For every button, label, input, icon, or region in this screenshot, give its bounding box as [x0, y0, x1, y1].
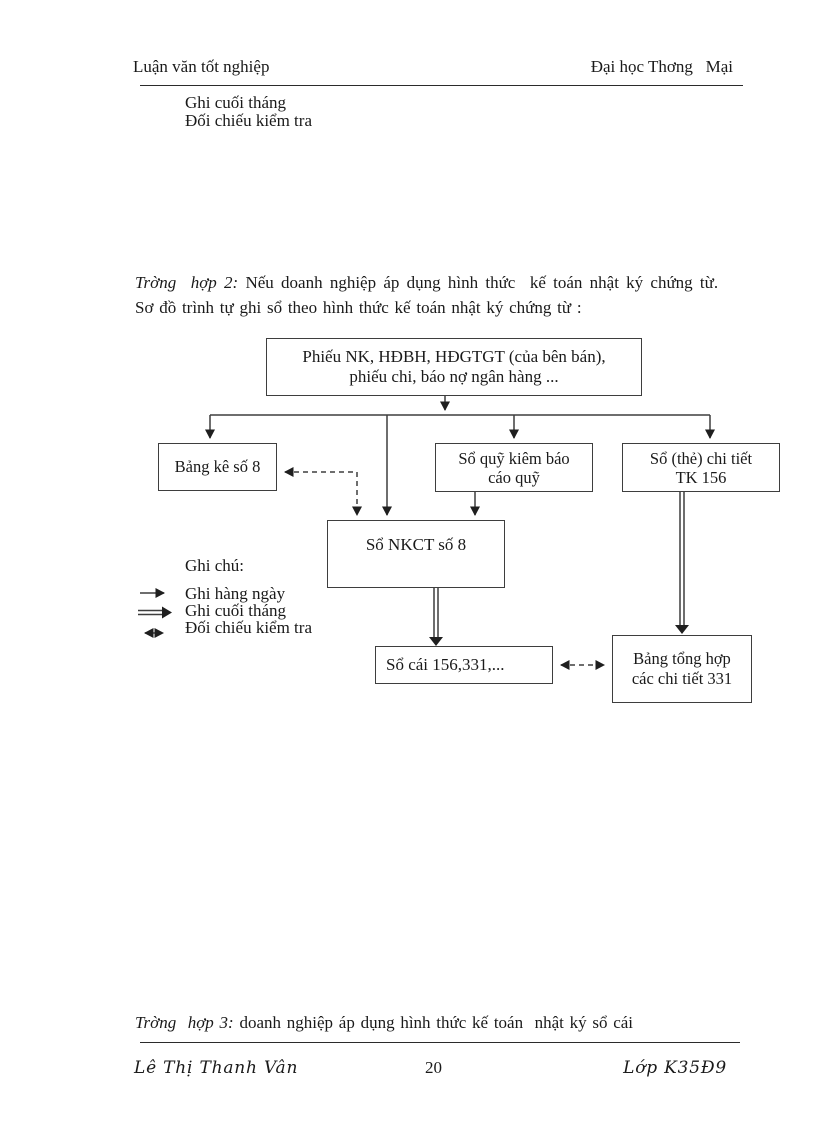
so-quy-line1: Sổ quỹ kiêm báo: [458, 448, 570, 468]
so-quy-line2: cáo quỹ: [488, 467, 540, 487]
case3-lead: Trờng hợp 3:: [135, 1013, 234, 1032]
case2-line1-rest: Nếu doanh nghiệp áp dụng hình thức kế to…: [238, 273, 719, 292]
case2-paragraph-line2: Sơ đồ trình tự ghi sổ theo hình thức kế …: [135, 298, 582, 317]
footer-page-number: 20: [425, 1058, 442, 1077]
header-left-text: Luận văn tốt nghiệp: [133, 57, 270, 76]
bang-tong-hop-line2: các chi tiết 331: [631, 669, 733, 688]
source-documents-line2: phiếu chi, báo nợ ngân hàng ...: [349, 367, 559, 386]
case3-rest: doanh nghiệp áp dụng hình thức kế toán n…: [233, 1013, 634, 1032]
case2-lead: Trờng hợp 2:: [135, 273, 239, 292]
so-the-chi-tiet-box: Sổ (thẻ) chi tiết TK 156: [622, 443, 780, 492]
nkct-label: Sổ NKCT số 8: [365, 535, 467, 554]
stray-legend-line1: Ghi cuối tháng: [185, 93, 287, 112]
case2-paragraph-line1: Trờng hợp 2: Nếu doanh nghiệp áp dụng hì…: [135, 270, 718, 295]
header-rule: [140, 85, 743, 86]
so-quy-box: Sổ quỹ kiêm báo cáo quỹ: [435, 443, 593, 492]
bang-tong-hop-box: Bảng tổng hợp các chi tiết 331: [612, 635, 752, 703]
bang-ke-so-8-label: Bảng kê số 8: [174, 457, 261, 476]
source-documents-line1: Phiếu NK, HĐBH, HĐGTGT (của bên bán),: [302, 347, 606, 366]
footer-class: Lớp K35Đ9: [623, 1058, 727, 1078]
so-cai-label: Sổ cái 156,331,...: [386, 655, 505, 674]
bang-ke-so-8-box: Bảng kê số 8: [158, 443, 277, 491]
so-the-chi-tiet-line1: Sổ (thẻ) chi tiết: [649, 448, 753, 468]
legend-title: Ghi chú:: [185, 556, 245, 575]
legend-monthly-arrow-icon: [138, 606, 172, 619]
stray-legend-line2: Đối chiếu kiểm tra: [185, 111, 312, 130]
legend-item-monthly: Ghi cuối tháng: [185, 601, 287, 620]
nkct-box: Sổ NKCT số 8: [327, 520, 505, 588]
footer-rule: [140, 1042, 740, 1043]
legend-item-check: Đối chiếu kiểm tra: [185, 618, 312, 637]
connector-monthly-so-the-to-tong-hop: [675, 492, 689, 634]
so-the-chi-tiet-line2: TK 156: [675, 467, 727, 487]
footer-author: Lê Thị Thanh Vân: [134, 1058, 299, 1078]
header-right-text: Đại học Thơng Mại: [590, 57, 733, 76]
so-cai-box: Sổ cái 156,331,...: [375, 646, 553, 684]
source-documents-box: Phiếu NK, HĐBH, HĐGTGT (của bên bán), ph…: [266, 338, 642, 396]
connector-monthly-nkct-to-so-cai: [429, 588, 443, 646]
legend-item-daily: Ghi hàng ngày: [185, 584, 286, 603]
connector-check-bang-ke-nkct: [284, 467, 362, 516]
bang-tong-hop-line1: Bảng tổng hợp: [633, 649, 731, 668]
case3-paragraph: Trờng hợp 3: doanh nghiệp áp dụng hình t…: [135, 1010, 633, 1035]
